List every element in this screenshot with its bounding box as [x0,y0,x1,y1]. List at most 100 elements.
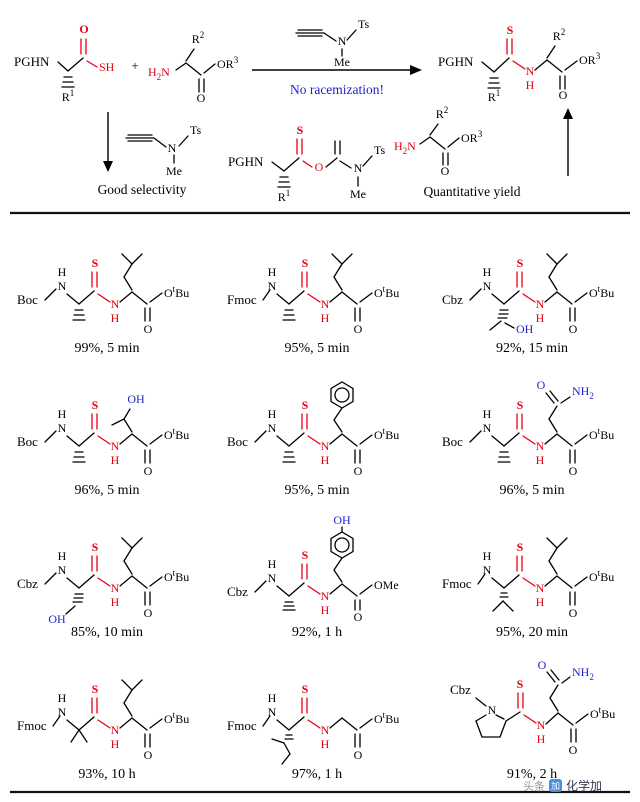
ester-otbu-label: OtBu [589,568,614,584]
nh-h-label: H [58,691,67,705]
thioamide-n-label: N [537,718,546,732]
thioamide-n-label: N [526,64,535,78]
ester-carbonyl-o-label: O [144,748,153,762]
nh-n-label: N [483,279,492,293]
bonds [295,29,357,57]
ynamide-reagent-top: N Ts Me [295,17,369,69]
ester-carbonyl-o-label: O [569,322,578,336]
or3-label: OR3 [461,129,483,145]
main-arrow [252,65,422,75]
pg-label: Boc [17,434,38,449]
bonds [475,669,589,743]
plus-sign: + [131,58,138,73]
ester-carbonyl-o-label: O [354,322,363,336]
nh-n-label: N [58,705,67,719]
ester-otbu-label: OtBu [589,426,614,442]
nh-n-label: N [58,563,67,577]
bonds [254,381,373,464]
watermark-logo-icon [549,779,562,792]
sidechain-oh-label: OH [127,392,145,406]
amine-reactant: H2N R2 O OR3 [148,30,239,105]
proline-n-label: N [488,703,497,717]
product-cell-10: Fmoc H N S N H O OtBu 93%, 10 h [17,679,189,782]
nh-h-label: H [268,557,277,571]
me-label: Me [166,164,182,178]
sidechain-oh-label: OH [48,612,66,626]
pg-label: Boc [17,292,38,307]
bonds [44,537,163,615]
sidechain-nh2-label: NH2 [572,384,594,401]
ester-otbu-label: OtBu [164,426,189,442]
ester-carbonyl-o-label: O [144,606,153,620]
ester-otbu-label: OtBu [164,284,189,300]
yield-label: 96%, 5 min [75,483,140,498]
thiocarbonyl-s-label: S [302,398,309,412]
reagent-n-label: N [338,34,347,48]
me-label: Me [350,187,366,201]
intermediate-structure: PGHN R1 S O N Ts Me [228,123,385,204]
carbonyl-o-label: O [79,22,88,36]
thiocarbonyl-s-label: S [92,398,99,412]
pg-label: Fmoc [227,292,257,307]
sidechain-oh-label: OH [516,322,534,336]
yield-label: 95%, 5 min [285,483,350,498]
yield-label: 95%, 5 min [285,341,350,356]
bonds [481,38,578,90]
product-cell-5: Boc H N S N H O OtBu 95%, 5 min [227,381,399,498]
sidechain-o-label: O [537,378,546,392]
bonds [254,526,373,611]
carbonyl-o-label: O [441,164,450,178]
thioamide-n-label: N [536,439,545,453]
thioamide-h-label: H [321,737,330,751]
or3-label: OR3 [579,51,601,67]
yield-label: 91%, 2 h [507,767,557,782]
watermark-name: 化学加 [566,778,602,793]
nh-h-label: H [268,691,277,705]
pg-label: Cbz [17,576,38,591]
enamide-n-label: N [354,161,363,175]
carbonyl-o-label: O [559,88,568,102]
thiocarbonyl-s-label: S [92,256,99,270]
thioamide-h-label: H [111,311,120,325]
yield-label: 99%, 5 min [75,341,140,356]
thioamide-h-label: H [321,311,330,325]
thioamide-n-label: N [111,439,120,453]
thioamide-n-label: N [536,297,545,311]
thiocarbonyl-s-label: S [302,256,309,270]
ester-ome-label: OMe [374,578,399,592]
ester-otbu-label: OtBu [590,705,615,721]
down-arrow [103,112,113,172]
nh-h-label: H [58,407,67,421]
thioamide-n-label: N [111,723,120,737]
watermark-logo-glyph: 加 [551,781,560,792]
thiocarbonyl-s-label: S [297,123,304,137]
thioamide-product: PGHN R1 S N H R2 O OR3 [438,23,601,104]
ester-carbonyl-o-label: O [569,464,578,478]
nh-n-label: N [268,705,277,719]
nh-h-label: H [268,265,277,279]
ester-otbu-label: OtBu [374,710,399,726]
ts-label: Ts [190,123,201,137]
thiocarbonyl-s-label: S [302,548,309,562]
phenol-oh-label: OH [333,513,351,527]
yield-label: 92%, 1 h [292,625,342,640]
no-racemization-caption: No racemization! [290,82,384,97]
bonds [175,48,216,93]
h2n-label: H2N [394,139,416,156]
thiocarbonyl-s-label: S [302,682,309,696]
bonds [271,138,373,188]
product-cell-1: Boc H N S N H O OtBu 99%, 5 min [17,253,189,356]
nh-h-label: H [483,549,492,563]
ts-label: Ts [374,143,385,157]
thioamide-n-label: N [111,297,120,311]
nh-h-label: H [268,407,277,421]
thioamide-h-label: H [537,732,546,746]
ester-otbu-label: OtBu [589,284,614,300]
pg-label: Cbz [450,682,471,697]
thioamide-h-label: H [111,595,120,609]
yield-label: 96%, 5 min [500,483,565,498]
product-cell-9: Fmoc H N S N H O OtBu 95%, 20 min [442,537,614,640]
product-cell-6: Boc H N O NH2 S N H O OtBu 96%, 5 min [442,378,614,498]
